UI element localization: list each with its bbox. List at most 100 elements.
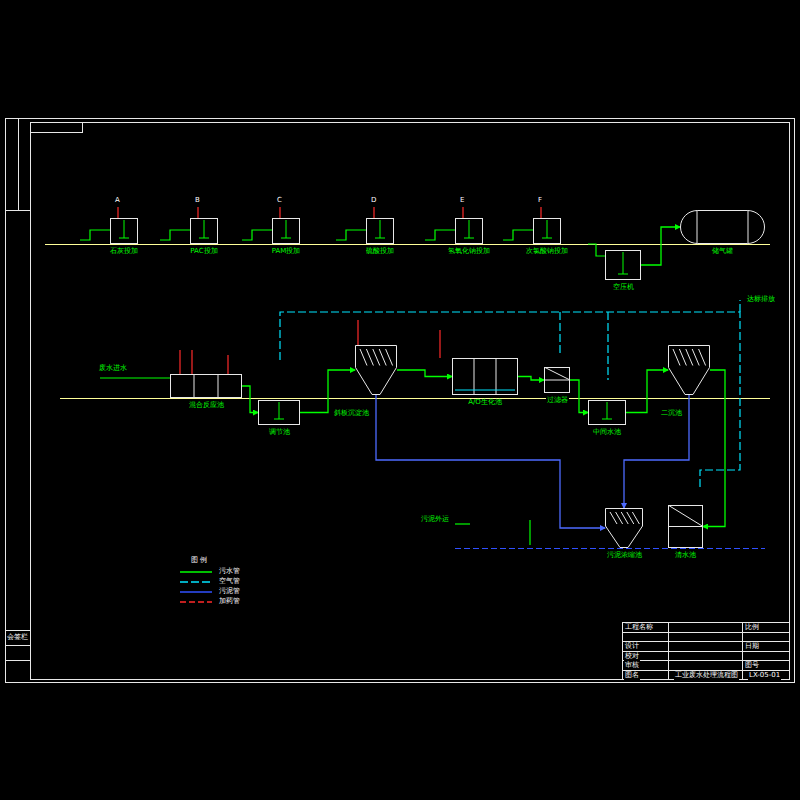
water-pipe <box>242 386 258 413</box>
drawing-line <box>179 350 180 374</box>
drawing-note: F <box>537 197 543 205</box>
tank-wall <box>534 219 561 244</box>
base-lines <box>45 245 770 549</box>
inclined-plate <box>373 349 380 366</box>
drawing-note: 废水进水 <box>98 365 128 373</box>
drawing-line <box>742 622 743 680</box>
mixer-shaft <box>607 402 608 419</box>
water-pipe <box>703 370 725 527</box>
mixer-shaft <box>469 220 470 238</box>
drawing-line <box>227 355 228 374</box>
basin-divider <box>194 374 195 398</box>
drawing-line <box>18 118 19 210</box>
process-unit: 空压机 <box>605 250 641 280</box>
process-unit: 储气罐 <box>680 210 765 244</box>
drawing-line <box>180 581 212 583</box>
unit-label: 污泥浓缩池 <box>606 552 643 560</box>
frame <box>5 118 795 683</box>
tank-wall <box>111 219 138 244</box>
process-unit: 混合反应池 <box>170 374 242 398</box>
inclined-plate <box>610 512 617 524</box>
drawing-note: 日期 <box>744 643 760 651</box>
hopper-outline <box>355 345 397 395</box>
drawing-line <box>588 244 605 256</box>
vessel-wall <box>681 211 765 244</box>
inclined-plate <box>686 349 693 366</box>
water-pipe <box>518 377 544 381</box>
water-pipe <box>397 370 452 377</box>
drawing-line <box>622 670 790 671</box>
drawing-line <box>439 330 440 358</box>
vessel-seam <box>697 210 698 244</box>
tank-wall <box>606 251 641 280</box>
unit-label: 清水池 <box>674 552 697 560</box>
unit-label: 中间水池 <box>592 429 622 437</box>
water-pipe <box>641 227 680 265</box>
drawing-line <box>180 591 212 593</box>
basin-divider <box>218 374 219 398</box>
drawing-note: E <box>459 197 465 205</box>
drawing-line <box>180 571 212 573</box>
tank-wall <box>191 219 218 244</box>
inclined-plate <box>621 512 628 524</box>
dosing-pipes <box>118 207 541 374</box>
drawing-line <box>559 312 560 355</box>
drawing-line <box>5 645 30 646</box>
process-unit: 过滤器 <box>544 367 570 393</box>
basin-wall <box>171 375 242 398</box>
unit-label: 石灰投加 <box>109 248 139 256</box>
unit-label: 氢氧化钠投加 <box>447 248 491 256</box>
drawing-line <box>31 123 790 680</box>
tank-wall <box>273 219 300 244</box>
process-unit: A/O生化池 <box>452 358 518 395</box>
filter-bed <box>544 380 570 381</box>
tank-wall <box>367 219 394 244</box>
process-unit: 氢氧化钠投加 <box>455 218 483 244</box>
drawing-line <box>455 523 470 524</box>
drawing-note: LX-05-01 <box>748 672 781 680</box>
drawing-note: 会签栏 <box>6 634 29 642</box>
vessel-seam <box>748 210 749 244</box>
hopper-wall <box>606 509 643 548</box>
tank-wall <box>259 401 300 425</box>
unit-label: PAM投加 <box>271 248 302 256</box>
drawing-line <box>622 660 790 661</box>
filter-bed <box>668 505 703 527</box>
drawing-note: D <box>370 197 377 205</box>
mixer-shaft <box>547 220 548 238</box>
process-unit: PAC投加 <box>190 218 218 244</box>
air-pipe <box>280 300 740 490</box>
unit-label: 调节池 <box>268 429 291 437</box>
tank-wall <box>589 401 626 425</box>
drawing-line <box>336 230 366 240</box>
filter-bed <box>544 367 570 380</box>
inclined-plate <box>627 512 634 524</box>
mixer-shaft <box>623 252 624 274</box>
drawing-line <box>5 630 30 631</box>
drawing-note: C <box>276 197 283 205</box>
hopper-outline <box>668 345 710 395</box>
drawing-line <box>462 207 463 218</box>
feed-pipes <box>80 230 605 545</box>
unit-label: PAC投加 <box>189 248 218 256</box>
tank-outline <box>110 218 138 244</box>
tank-outline <box>533 218 561 244</box>
basin-divider <box>474 358 475 395</box>
drawing-line <box>180 601 212 603</box>
process-unit: 污泥浓缩池 <box>605 508 643 548</box>
tank-outline <box>455 218 483 244</box>
filter-wall <box>669 506 703 548</box>
drawing-note: 审核 <box>624 662 640 670</box>
unit-label: A/O生化池 <box>467 399 503 407</box>
hopper-wall <box>669 346 710 395</box>
sludge-pipe <box>376 395 605 528</box>
inclined-plate <box>360 349 367 366</box>
filter-wall <box>545 368 570 393</box>
drawing-line <box>668 622 669 680</box>
drawing-note: 设计 <box>624 643 640 651</box>
inclined-plate <box>673 349 680 366</box>
inclined-plate <box>616 512 623 524</box>
drawing-line <box>455 548 765 549</box>
drawing-line <box>425 230 455 240</box>
